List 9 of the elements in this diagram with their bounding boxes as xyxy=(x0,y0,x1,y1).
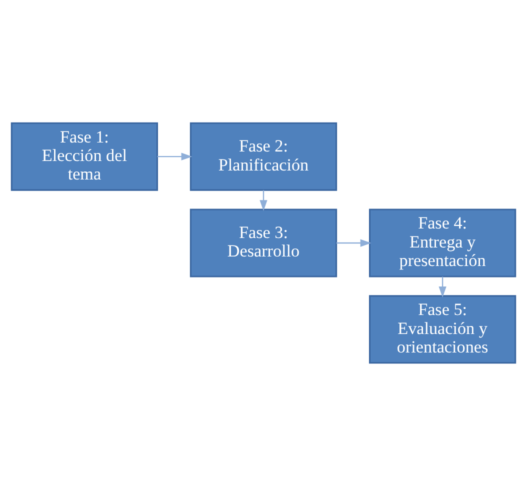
node-box: Fase 5: Evaluación y orientaciones xyxy=(368,294,516,364)
node-box: Fase 2: Planificación xyxy=(190,122,338,190)
arrow xyxy=(336,238,372,246)
arrow xyxy=(157,152,192,160)
node-box: Fase 4: Entrega y presentación xyxy=(368,208,516,277)
arrow xyxy=(438,276,446,297)
arrow xyxy=(260,190,268,211)
node-box: Fase 3: Desarrollo xyxy=(190,208,338,277)
node-box: Fase 1: Elección del tema xyxy=(10,122,158,190)
